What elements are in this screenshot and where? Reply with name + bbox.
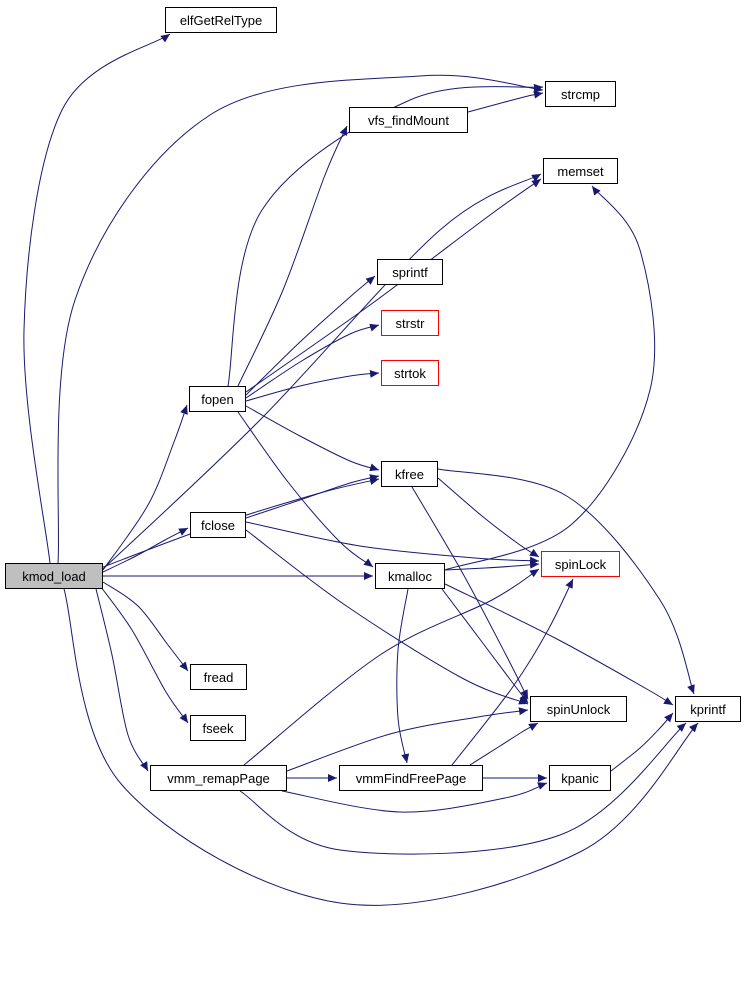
node-fseek[interactable]: fseek <box>190 715 246 741</box>
edge-kpanic-to-kprintf <box>610 712 674 772</box>
node-vfs_findMount[interactable]: vfs_findMount <box>349 107 468 133</box>
edge-kfree-to-spinLock <box>437 477 540 558</box>
edge-fopen-to-sprintf <box>245 275 376 396</box>
node-kmalloc[interactable]: kmalloc <box>375 563 445 589</box>
node-fread[interactable]: fread <box>190 664 247 690</box>
edge-kmod_load-to-fopen <box>102 404 188 571</box>
node-kfree[interactable]: kfree <box>381 461 438 487</box>
node-strcmp[interactable]: strcmp <box>545 81 616 107</box>
node-elfGetRelType[interactable]: elfGetRelType <box>165 7 277 33</box>
edge-vmm_remapPage-to-spinUnlock <box>286 707 529 772</box>
node-strtok[interactable]: strtok <box>381 360 439 386</box>
edge-kfree-to-spinUnlock <box>411 486 529 700</box>
node-sprintf[interactable]: sprintf <box>377 259 443 285</box>
edge-kmod_load-to-fseek <box>100 586 189 724</box>
edge-kmod_load-to-fclose <box>102 527 189 573</box>
edge-fclose-to-spinUnlock <box>245 529 529 705</box>
node-memset[interactable]: memset <box>543 158 618 184</box>
edge-vmm_remapPage-to-kprintf <box>239 722 687 855</box>
node-vmm_remapPage[interactable]: vmm_remapPage <box>150 765 287 791</box>
node-vmmFindFreePage[interactable]: vmmFindFreePage <box>339 765 483 791</box>
edge-kfree-to-kprintf <box>437 468 695 695</box>
edge-kmalloc-to-spinLock <box>444 560 540 571</box>
edge-fclose-to-kfree <box>245 474 380 519</box>
edge-vmmFindFreePage-to-spinUnlock <box>469 722 539 766</box>
edge-kmod_load-to-kfree <box>102 477 380 568</box>
edge-kmalloc-to-vmmFindFreePage <box>396 588 410 764</box>
node-kmod_load[interactable]: kmod_load <box>5 563 103 589</box>
edge-kmod_load-to-fread <box>102 581 189 672</box>
edge-vmm_remapPage-to-kpanic <box>281 782 548 813</box>
edge-kmod_load-to-kprintf <box>63 588 699 906</box>
edge-fopen-to-kmalloc <box>237 411 374 568</box>
edge-fopen-to-strstr <box>245 323 380 399</box>
edge-kmod_load-to-elfGetRelType <box>23 33 171 564</box>
edge-fclose-to-spinLock <box>245 521 540 565</box>
node-spinLock[interactable]: spinLock <box>541 551 620 577</box>
edge-fopen-to-strcmp <box>227 83 544 387</box>
edge-fopen-to-strtok <box>245 369 380 402</box>
node-spinUnlock[interactable]: spinUnlock <box>530 696 627 722</box>
edge-vmmFindFreePage-to-spinLock <box>451 578 574 766</box>
edge-fopen-to-kfree <box>245 405 380 472</box>
edge-kmod_load-to-vmm_remapPage <box>95 588 149 772</box>
edge-fopen-to-vfs_findMount <box>237 125 348 387</box>
edge-kmalloc-to-spinUnlock <box>441 588 529 704</box>
node-fopen[interactable]: fopen <box>189 386 246 412</box>
edge-kmalloc-to-memset <box>444 185 656 571</box>
edge-group <box>23 33 699 906</box>
edge-vfs_findMount-to-strcmp <box>467 90 544 113</box>
edge-kmod_load-to-strcmp <box>57 74 544 564</box>
node-strstr[interactable]: strstr <box>381 310 439 336</box>
node-kpanic[interactable]: kpanic <box>549 765 611 791</box>
node-kprintf[interactable]: kprintf <box>675 696 741 722</box>
node-fclose[interactable]: fclose <box>190 512 246 538</box>
edge-vmm_remapPage-to-spinLock <box>243 568 540 766</box>
